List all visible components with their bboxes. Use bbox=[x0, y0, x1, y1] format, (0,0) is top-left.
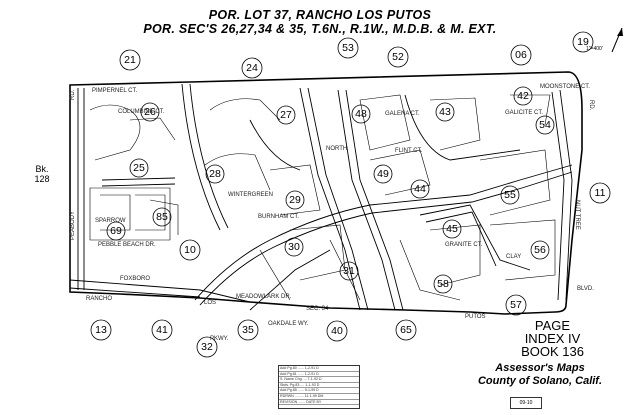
street-los: LOS bbox=[204, 300, 216, 306]
parcel-28: 28 bbox=[209, 168, 221, 180]
parcel-54: 54 bbox=[539, 119, 551, 131]
assessor-title: Assessor's Maps bbox=[495, 362, 585, 374]
parcel-markers bbox=[106, 86, 555, 294]
page-label: PAGE bbox=[534, 318, 571, 333]
adjacent-page-24: 24 bbox=[246, 62, 258, 74]
adjacent-page-19: 19 bbox=[577, 36, 589, 48]
revision-row: Sbdv. Pg.83 .... 1-1-93 D bbox=[279, 383, 359, 389]
street-rd: RD. bbox=[70, 89, 76, 100]
street-wintergreen: WINTERGREEN bbox=[228, 192, 273, 198]
parcel-56: 56 bbox=[534, 244, 546, 256]
street-galicite: GALICITE CT. bbox=[505, 110, 543, 116]
revision-row: Add Pg.80 ...... 1-2-91 D bbox=[279, 366, 359, 372]
adjacent-page-35: 35 bbox=[242, 324, 254, 336]
street-oakdale: OAKDALE WY. bbox=[268, 321, 309, 327]
adjacent-page-13: 13 bbox=[95, 324, 107, 336]
street-peabody: PEABODY bbox=[70, 211, 76, 240]
adjacent-page-52: 52 bbox=[392, 51, 404, 63]
parcel-30: 30 bbox=[288, 241, 300, 253]
map-title-line2: POR. SEC'S 26,27,34 & 35, T.6N., R.1W., … bbox=[143, 22, 497, 36]
parcel-48: 48 bbox=[355, 108, 367, 120]
parcel-31: 31 bbox=[343, 265, 355, 277]
adjacent-page-65: 65 bbox=[400, 324, 412, 336]
street-meadowlark: MEADOWLARK DR. bbox=[236, 294, 292, 300]
map-stamp: 09-10 bbox=[510, 397, 542, 409]
book-reference: Bk. 128 bbox=[20, 164, 64, 184]
street-sparrow: SPARROW bbox=[95, 218, 126, 224]
adjacent-page-markers bbox=[90, 31, 611, 358]
adjacent-page-53: 53 bbox=[342, 42, 354, 54]
parcel-45: 45 bbox=[446, 223, 458, 235]
lot-lines bbox=[89, 94, 556, 301]
street-flint: FLINT CT. bbox=[395, 148, 423, 154]
street-pebble-beach: PEBBLE BEACH DR. bbox=[98, 242, 156, 248]
street-rd2: RD. bbox=[588, 100, 594, 111]
street-moonstone: MOONSTONE CT. bbox=[540, 84, 590, 90]
map-boundary bbox=[69, 71, 583, 315]
street-columbine: COLUMBINE CT. bbox=[118, 109, 165, 115]
revision-row: REVISION ....... DATE BY bbox=[279, 400, 359, 406]
adjacent-page-06: 06 bbox=[515, 49, 527, 61]
adjacent-page-32: 32 bbox=[201, 341, 213, 353]
parcel-58: 58 bbox=[437, 278, 449, 290]
north-arrow bbox=[611, 27, 623, 53]
scale-label: 1"=400' bbox=[586, 46, 603, 52]
street-pimpernel: PIMPERNEL CT. bbox=[92, 88, 137, 94]
book-reference-line1: Bk. bbox=[35, 164, 49, 174]
street-sec34: SEC. 34 bbox=[306, 306, 329, 312]
parcel-42: 42 bbox=[517, 90, 529, 102]
street-clay: CLAY bbox=[506, 254, 521, 260]
street-rancho: RANCHO bbox=[86, 296, 112, 302]
street-putos: PUTOS bbox=[465, 314, 486, 320]
revision-row: RDRWN ......... 11-1-99 DM bbox=[279, 394, 359, 400]
parcel-44: 44 bbox=[414, 183, 426, 195]
street-north: NORTH bbox=[326, 146, 347, 152]
revision-row: Add Pg.81 ...... 1-2-91 D bbox=[279, 372, 359, 378]
page-index: INDEX IV bbox=[524, 331, 581, 346]
street-foxboro: FOXBORO bbox=[120, 276, 150, 282]
parcel-27: 27 bbox=[280, 109, 292, 121]
book-reference-line2: 128 bbox=[34, 174, 50, 184]
adjacent-page-41: 41 bbox=[156, 324, 168, 336]
street-pkwy: PKWY. bbox=[210, 336, 229, 342]
adjacent-page-40: 40 bbox=[331, 325, 343, 337]
adjacent-page-57: 57 bbox=[510, 299, 522, 311]
parcel-49: 49 bbox=[377, 168, 389, 180]
revision-row: Add Pg.85 ...... 9-1-99 D bbox=[279, 388, 359, 394]
street-galena: GALENA CT. bbox=[385, 111, 420, 117]
street-granite: GRANITE CT. bbox=[445, 242, 483, 248]
parcel-55: 55 bbox=[504, 189, 516, 201]
revision-row: S. Name Chg. ... 7-1-92 D bbox=[279, 377, 359, 383]
parcel-29: 29 bbox=[289, 194, 301, 206]
street-burnham: BURNHAM CT. bbox=[258, 214, 299, 220]
map-title-line1: POR. LOT 37, RANCHO LOS PUTOS bbox=[208, 8, 432, 22]
parcel-25: 25 bbox=[133, 162, 145, 174]
parcel-43: 43 bbox=[439, 106, 451, 118]
parcel-26: 26 bbox=[144, 106, 156, 118]
adjacent-page-10: 10 bbox=[184, 244, 196, 256]
page-book: BOOK 136 bbox=[521, 344, 584, 359]
parcel-69: 69 bbox=[110, 225, 122, 237]
adjacent-page-11: 11 bbox=[595, 187, 606, 199]
parcel-85: 85 bbox=[156, 211, 168, 223]
street-blvd: BLVD. bbox=[577, 286, 594, 292]
roads bbox=[69, 83, 573, 311]
assessor-county: County of Solano, Calif. bbox=[477, 375, 603, 387]
adjacent-page-21: 21 bbox=[124, 54, 136, 66]
street-nut-tree: NUT TREE bbox=[574, 200, 580, 230]
revision-table: Add Pg.80 ...... 1-2-91 D Add Pg.81 ....… bbox=[278, 365, 360, 409]
